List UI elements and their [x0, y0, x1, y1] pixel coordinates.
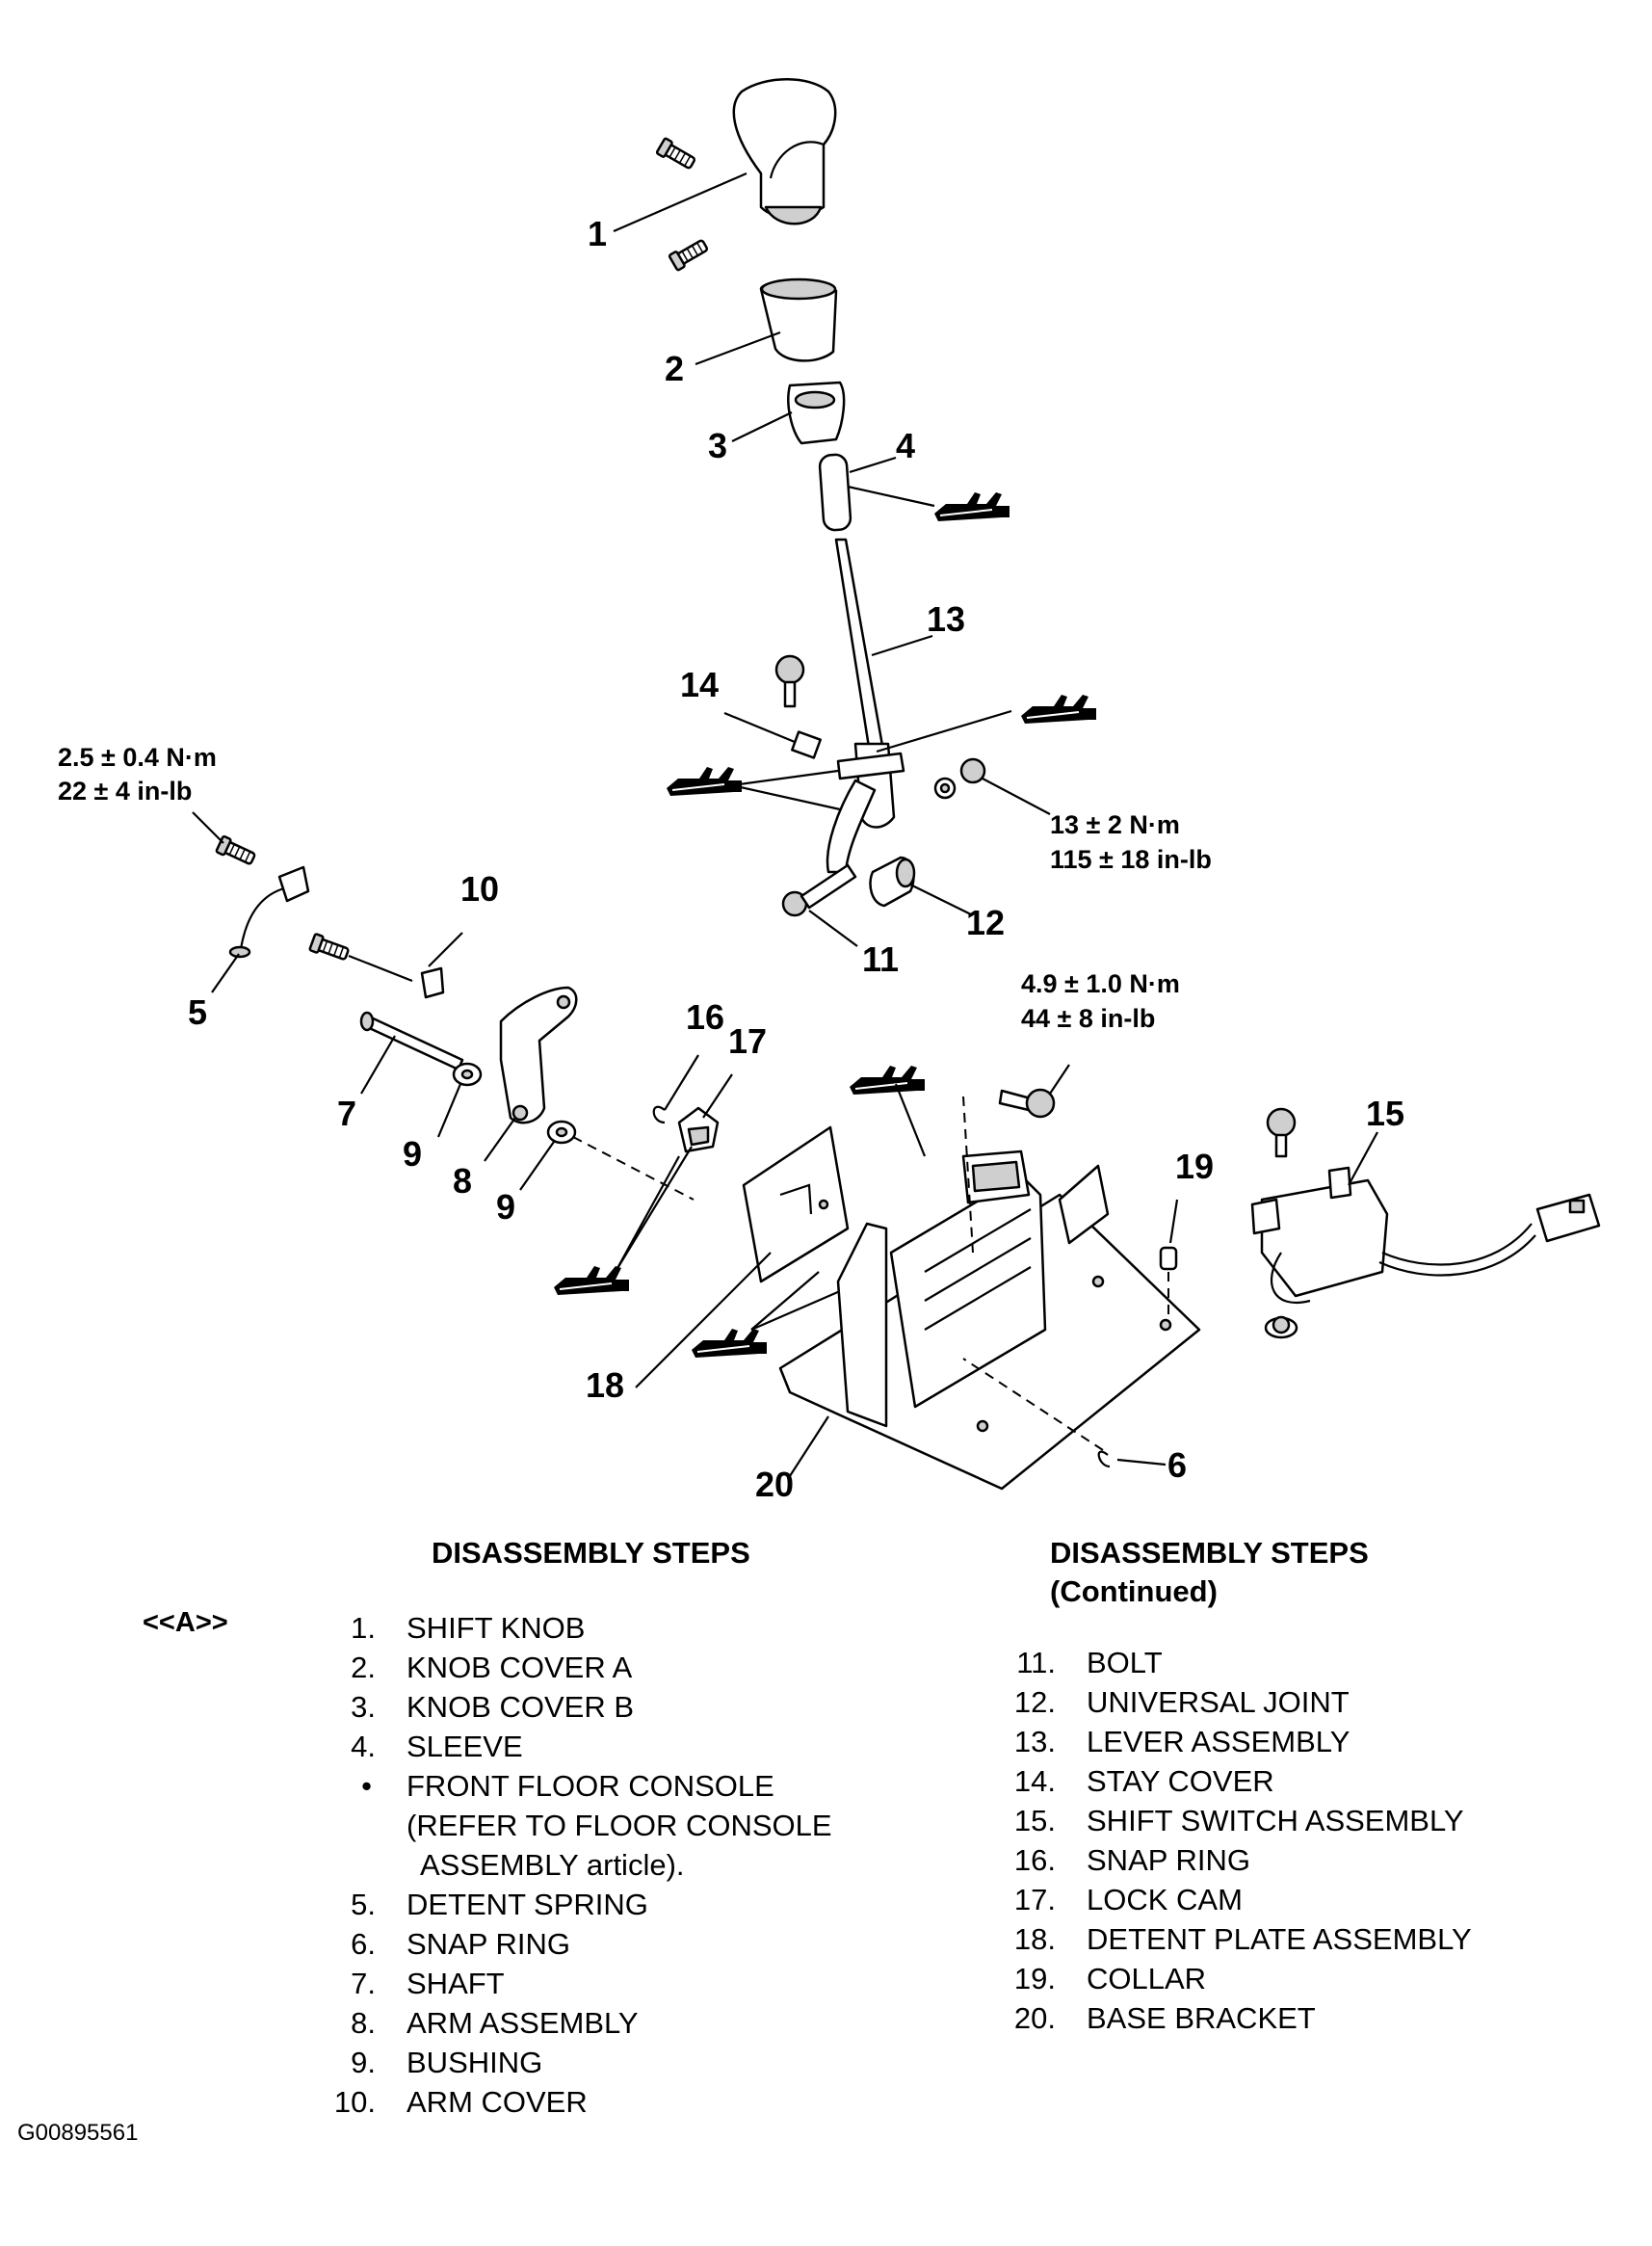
callout-14: 14 [680, 665, 719, 704]
torque-bracket-inlb: 44 ± 8 in-lb [1021, 1004, 1155, 1033]
universal-joint [869, 856, 916, 908]
torque-bracket-nm: 4.9 ± 1.0 N·m [1021, 969, 1180, 998]
exploded-view-diagram: 1 2 3 4 5 6 7 8 9 9 10 11 12 13 14 15 16… [58, 78, 1601, 1504]
steps-heading: DISASSEMBLY STEPS [432, 1536, 750, 1570]
shift-switch-assembly [1250, 1166, 1601, 1304]
switch-bolt-upper [1266, 1107, 1297, 1158]
grease-icon [1020, 694, 1097, 725]
torque-detent-nm: 2.5 ± 0.4 N·m [58, 743, 217, 772]
steps-heading-continued-sub: (Continued) [1050, 1574, 1218, 1608]
switch-bolt-lower [1264, 1315, 1298, 1339]
callout-20: 20 [755, 1465, 794, 1504]
knob-cover-b [787, 381, 846, 445]
callout-11: 11 [862, 939, 899, 979]
knob-screw-lower [668, 235, 711, 273]
knob-screw-upper [655, 136, 698, 173]
torque-detent-inlb: 22 ± 4 in-lb [58, 777, 192, 806]
arm-assembly [499, 986, 578, 1124]
detent-spring [228, 865, 310, 959]
callout-8: 8 [453, 1161, 472, 1201]
bolt [781, 863, 857, 917]
figure-id: G00895561 [17, 2120, 139, 2146]
lever-assembly [826, 538, 905, 874]
grease-icon [933, 491, 1010, 522]
grease-icon [849, 1065, 926, 1096]
steps-heading-continued: DISASSEMBLY STEPS [1050, 1536, 1369, 1570]
lever-nut [933, 757, 986, 800]
callout-15: 15 [1366, 1094, 1404, 1133]
lock-cam [677, 1106, 720, 1153]
callout-7: 7 [337, 1094, 356, 1133]
arm-cover [420, 966, 445, 999]
base-bracket [778, 1149, 1201, 1491]
callout-9-lower: 9 [496, 1187, 515, 1227]
callout-18: 18 [586, 1365, 624, 1405]
torque-lever-inlb: 115 ± 18 in-lb [1050, 845, 1212, 874]
collar [1159, 1246, 1178, 1271]
callout-6: 6 [1167, 1445, 1187, 1485]
callout-5: 5 [188, 992, 207, 1032]
callout-17: 17 [728, 1021, 767, 1061]
bushing-lower [546, 1120, 577, 1145]
snap-ring-lower [1097, 1450, 1111, 1468]
snap-ring-upper [652, 1105, 666, 1124]
callout-13: 13 [927, 599, 965, 639]
grease-icon [553, 1265, 630, 1296]
shaft [359, 1011, 464, 1071]
callout-9-upper: 9 [403, 1134, 422, 1174]
step-marker-a: <<A>> [143, 1607, 228, 1638]
callout-4: 4 [896, 426, 915, 465]
knob-cover-a [759, 277, 838, 362]
bushing-upper [452, 1062, 483, 1087]
arm-cover-screw [307, 932, 352, 964]
callout-1: 1 [588, 214, 607, 253]
detent-plate-assembly [742, 1125, 850, 1283]
sleeve [818, 453, 852, 532]
stay-cover [791, 730, 822, 759]
callout-19: 19 [1175, 1147, 1214, 1186]
callout-16: 16 [686, 997, 724, 1037]
grease-icon [666, 766, 743, 797]
callout-10: 10 [460, 869, 499, 909]
callout-12: 12 [966, 903, 1005, 942]
torque-lever-nm: 13 ± 2 N·m [1050, 810, 1180, 839]
callout-3: 3 [708, 426, 727, 465]
bracket-bolt [998, 1088, 1056, 1119]
stay-cover-bolt [774, 654, 805, 708]
grease-icon [691, 1328, 768, 1359]
shift-knob [732, 78, 837, 225]
callout-2: 2 [665, 349, 684, 388]
bullet-icon: • [361, 1769, 372, 1803]
